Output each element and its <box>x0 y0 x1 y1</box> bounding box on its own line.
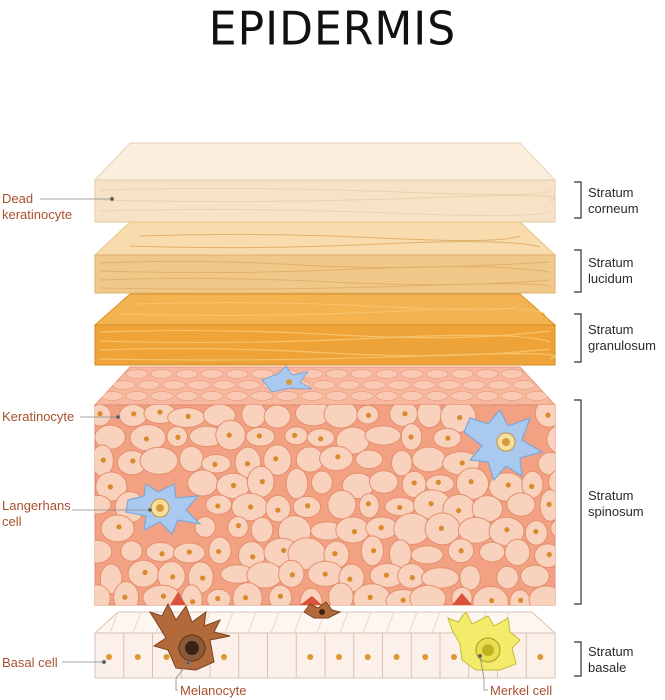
stratum-granulosum-layer <box>93 293 557 366</box>
label-dead-keratinocyte-line2: keratinocyte <box>2 207 73 222</box>
layer-label-granulosum-line2: granulosum <box>588 338 656 353</box>
label-langerhans-line1: Langerhans <box>2 498 71 513</box>
merkel-cell <box>447 611 521 671</box>
stratum-lucidum-layer <box>93 221 557 294</box>
label-langerhans-line2: cell <box>2 514 22 529</box>
label-dead-keratinocyte-line1: Dead <box>2 191 34 206</box>
layer-label-corneum-line1: Stratum <box>588 185 634 200</box>
layer-label-spinosum-line1: Stratum <box>588 488 634 503</box>
layer-label-lucidum-line1: Stratum <box>588 255 634 270</box>
layer-label-lucidum-line2: lucidum <box>588 271 633 286</box>
stratum-corneum-layer <box>93 142 557 223</box>
langerhans-cell-top <box>261 365 313 393</box>
label-merkel-cell: Merkel cell <box>490 683 553 698</box>
layer-label-granulosum-line1: Stratum <box>588 322 634 337</box>
layer-label-basale-line1: Stratum <box>588 644 634 659</box>
label-basal-cell: Basal cell <box>2 655 58 670</box>
langerhans-cell-left <box>125 482 202 536</box>
layer-label-spinosum-line2: spinosum <box>588 504 644 519</box>
melanocyte-small <box>303 601 342 619</box>
label-melanocyte: Melanocyte <box>180 683 247 698</box>
layer-label-basale-line2: basale <box>588 660 627 675</box>
label-keratinocyte: Keratinocyte <box>2 409 75 424</box>
langerhans-cell-right <box>463 408 544 482</box>
melanocyte-cell <box>148 602 231 671</box>
diagram-title: EPIDERMIS <box>208 2 457 57</box>
stratum-basale-layer <box>93 601 557 679</box>
stratum-spinosum-layer <box>93 365 557 606</box>
layer-label-corneum-line2: corneum <box>588 201 639 216</box>
